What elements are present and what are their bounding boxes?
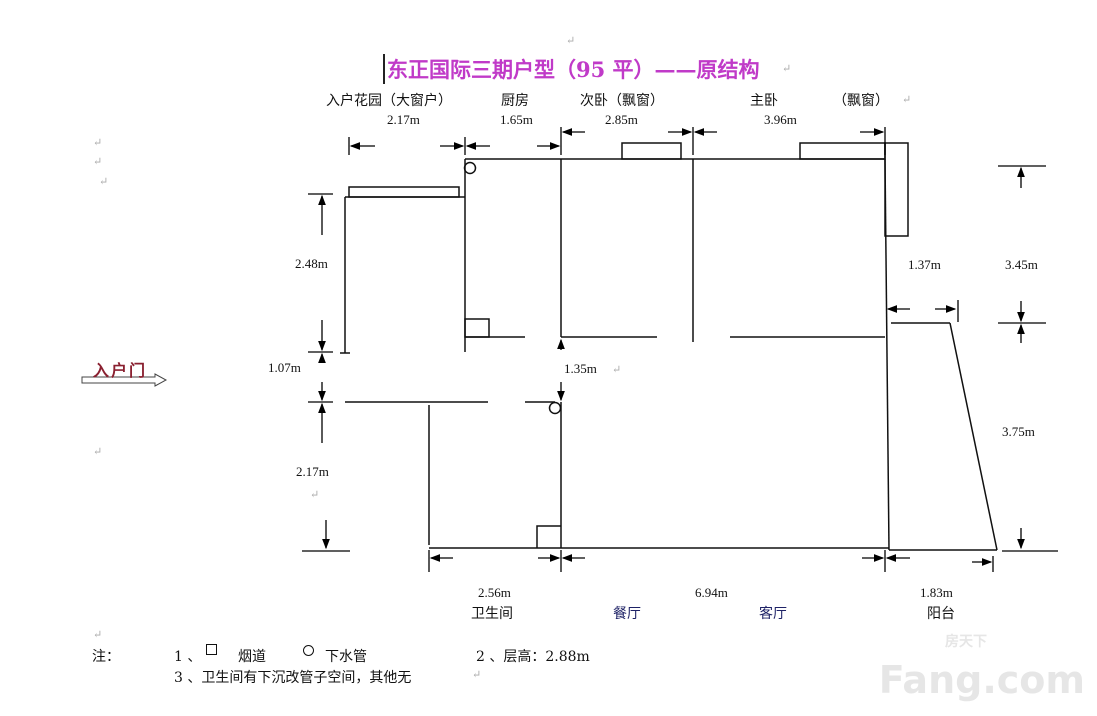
return-mark: ↵ [93, 136, 103, 149]
dim-bath-depth: 2.17m [296, 464, 329, 479]
flue-shaft [464, 318, 490, 338]
dim-master-bedroom-width: 3.96m [764, 112, 797, 127]
return-mark: ↵ [93, 155, 103, 168]
garden-window [348, 186, 460, 198]
dim-living-width: 6.94m [695, 585, 728, 600]
dim-entry: 1.07m [268, 360, 301, 375]
label-dining: 餐厅 [613, 606, 641, 622]
watermark-cn: 房天下 [945, 634, 987, 650]
note-3: 3 、卫生间有下沉改管子空间，其他无 [174, 670, 412, 686]
dim-bay: 1.37m [908, 257, 941, 272]
notes-prefix: 注： [92, 649, 120, 665]
page-title: 东正国际三期户型（95 平）——原结构 [383, 54, 760, 84]
bay-window-side [884, 142, 909, 237]
return-mark: ↵ [612, 363, 622, 376]
return-mark: ↵ [310, 488, 320, 501]
return-mark: ↵ [472, 668, 482, 681]
label-kitchen: 厨房 [501, 93, 529, 109]
dim-garden-width: 2.17m [387, 112, 420, 127]
label-garden: 入户花园（大窗户） [326, 93, 452, 109]
label-master-bedroom: 主卧 [750, 93, 778, 109]
label-second-bedroom: 次卧（飘窗） [580, 93, 664, 109]
dim-right-upper: 3.45m [1005, 257, 1038, 272]
note-1-number: 1 、 [174, 649, 202, 665]
entry-arrow-icon [81, 373, 168, 387]
label-bay-window: （飘窗） [833, 93, 889, 109]
dim-second-bedroom-width: 2.85m [605, 112, 638, 127]
drain-pipe [548, 401, 562, 415]
drain-pipe [463, 161, 477, 175]
note-drain: 下水管 [325, 649, 367, 665]
dimension-lines [302, 127, 1058, 572]
dim-garden-depth: 2.48m [295, 256, 328, 271]
return-mark: ↵ [99, 175, 109, 188]
note-flue: 烟道 [238, 649, 266, 665]
dim-balcony-width: 1.83m [920, 585, 953, 600]
walls [340, 142, 998, 551]
return-mark: ↵ [93, 445, 103, 458]
return-mark: ↵ [93, 628, 103, 641]
return-mark: ↵ [782, 62, 792, 75]
dim-kitchen-width: 1.65m [500, 112, 533, 127]
note-2: 2 、层高：2.88m [476, 649, 590, 665]
return-mark: ↵ [566, 34, 576, 47]
label-living: 客厅 [759, 606, 787, 622]
watermark-logo: Fang.com [878, 658, 1085, 702]
return-mark: ↵ [902, 93, 912, 106]
bay-window-master [799, 142, 886, 160]
entry-door-label: 入户门 [93, 361, 148, 380]
label-balcony: 阳台 [927, 606, 955, 622]
drain-legend-icon [303, 645, 314, 656]
dim-right-lower: 3.75m [1002, 424, 1035, 439]
dim-corridor: 1.35m [564, 361, 597, 376]
dim-bathroom-width: 2.56m [478, 585, 511, 600]
label-bathroom: 卫生间 [471, 606, 513, 622]
bay-window-second [621, 142, 682, 160]
flue-legend-icon [206, 644, 217, 655]
